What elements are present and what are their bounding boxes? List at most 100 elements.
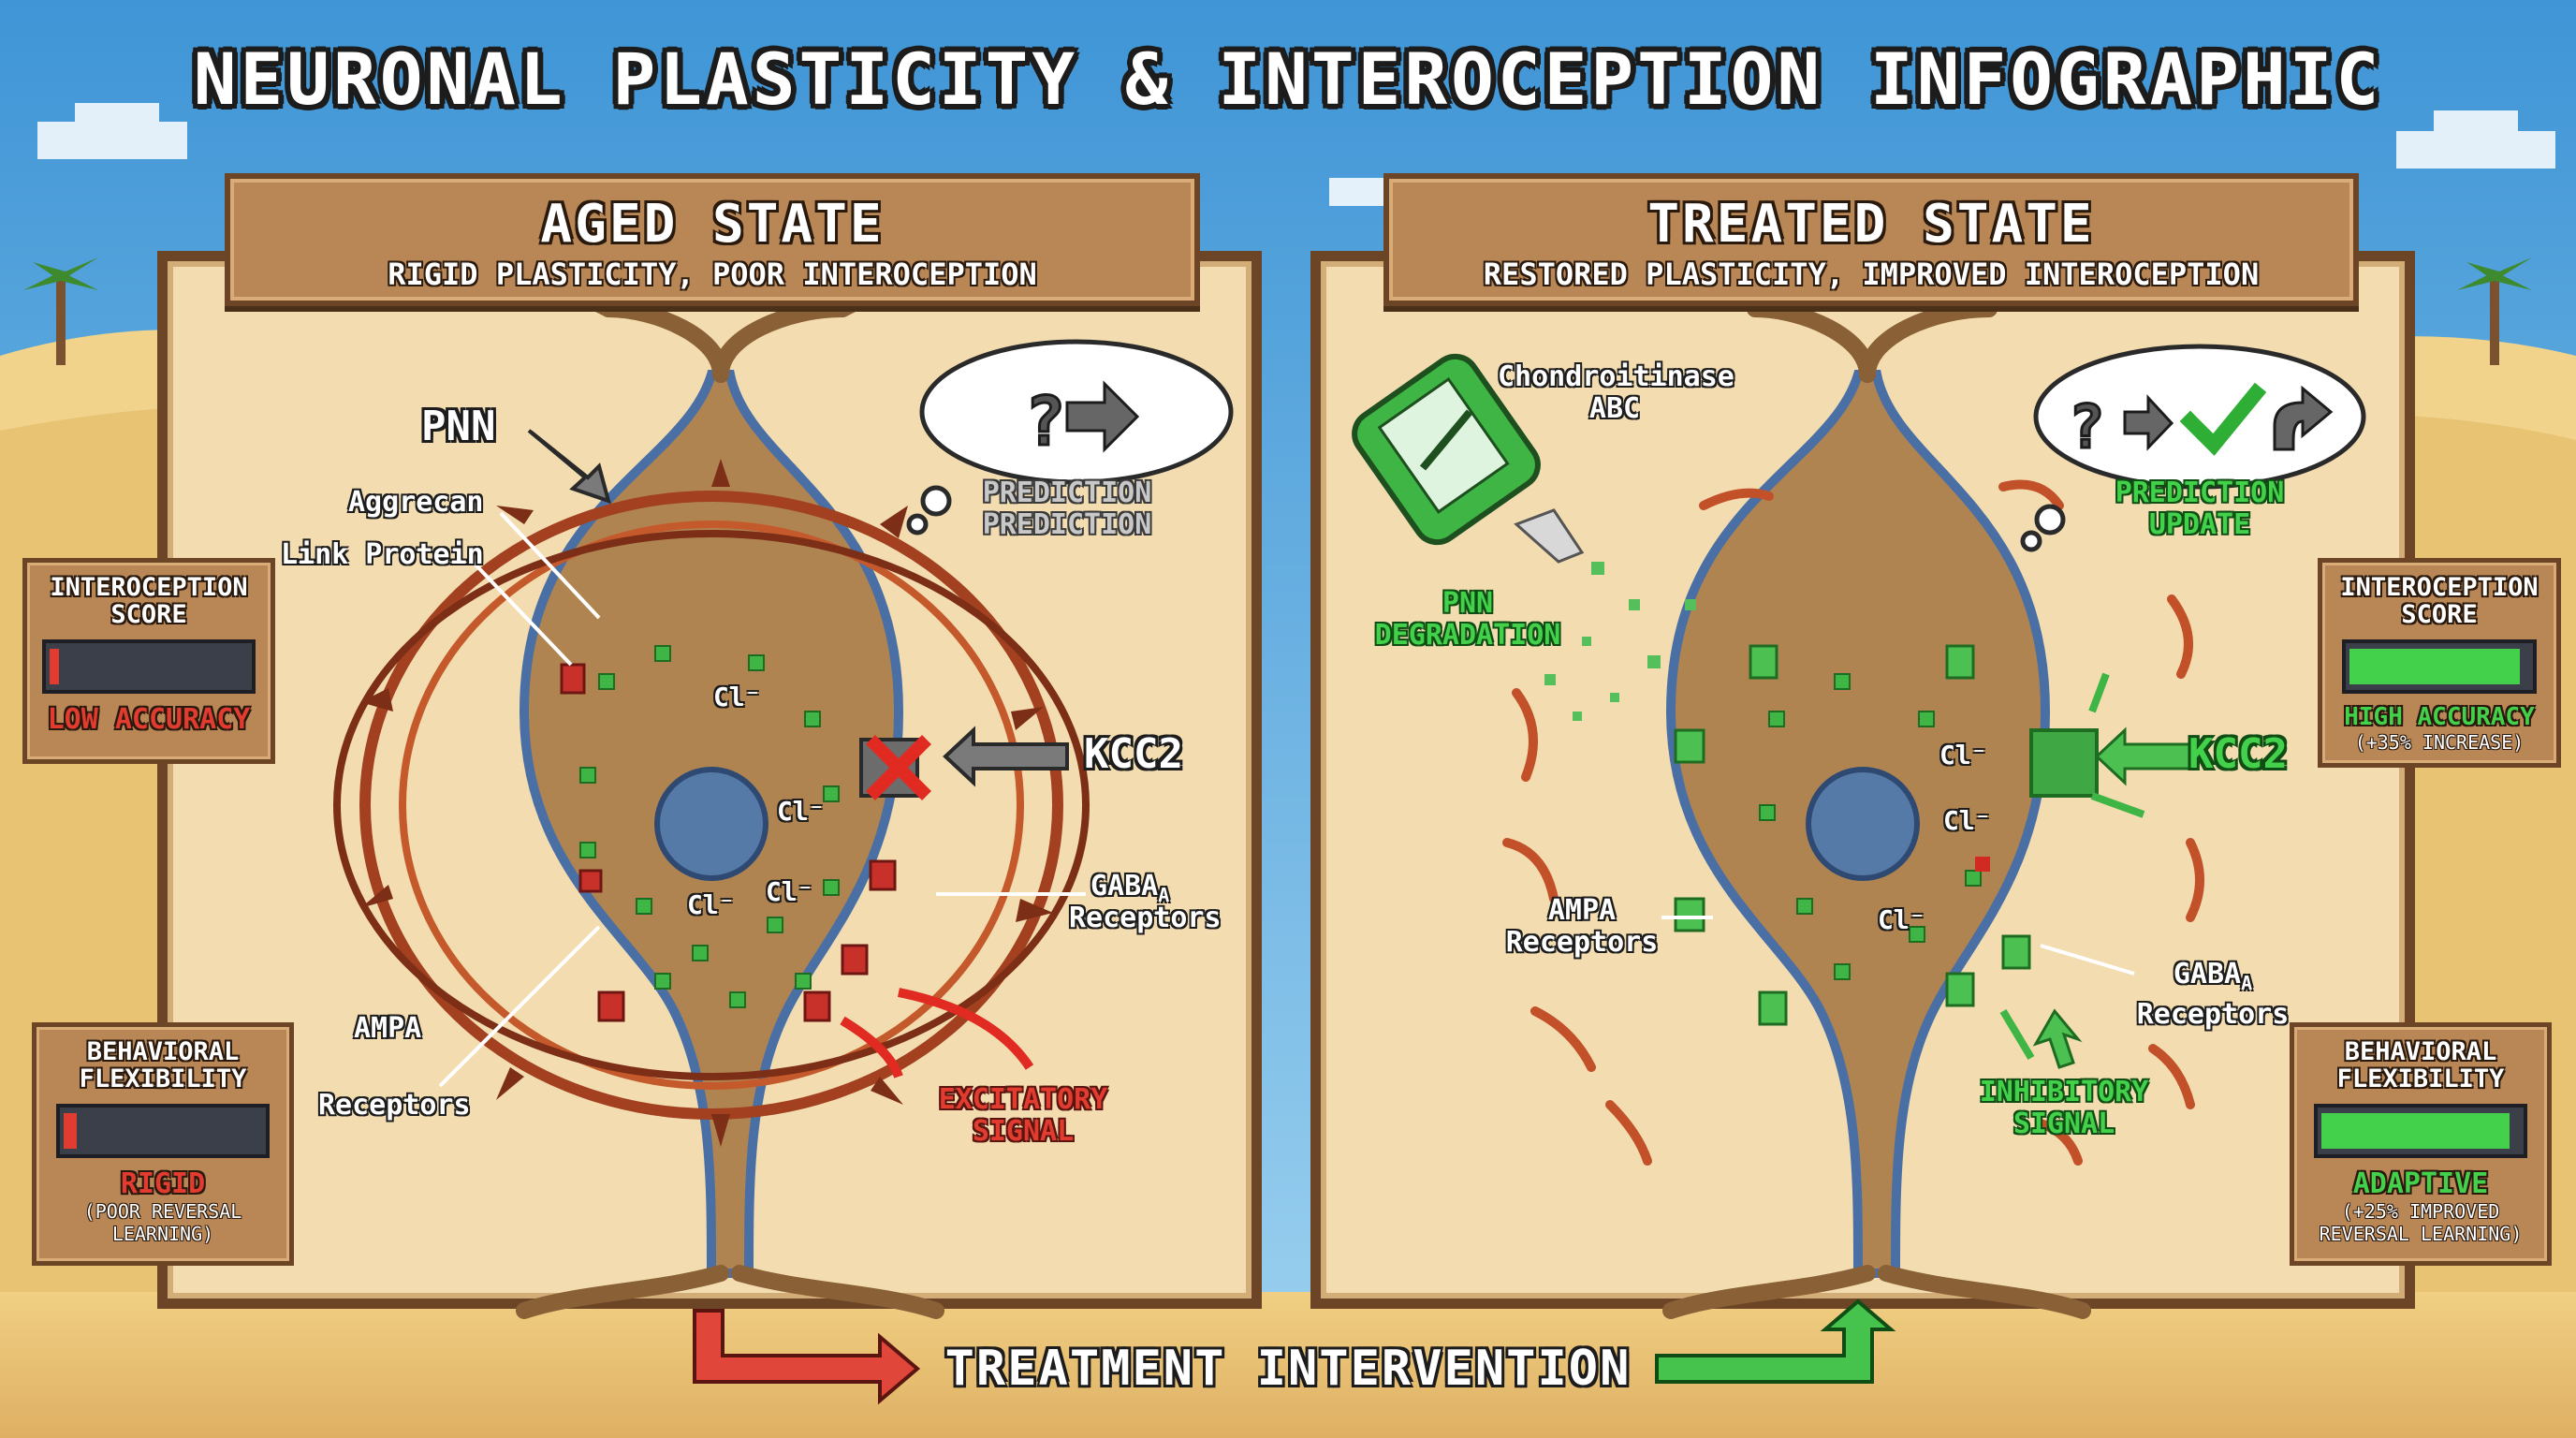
meter-fill [50, 649, 59, 684]
spray-particles [1544, 562, 1696, 721]
link-protein-label: Link Protein [281, 538, 484, 571]
meter-bar [2314, 1104, 2527, 1158]
meter-bar [2342, 639, 2537, 694]
svg-text:?: ? [2069, 393, 2105, 462]
meter-sub: (+35% INCREASE) [2354, 731, 2525, 754]
aged-pointer-arrows [527, 429, 1069, 787]
treated-pointer-arrows [2032, 726, 2197, 1069]
meter-label: LOW ACCURACY [47, 703, 251, 736]
treated-gaba-line-1: GABAA [2119, 959, 2306, 999]
meter-title: SCORE [110, 600, 187, 629]
meter-fill [2349, 649, 2520, 684]
excitatory-arrows [840, 988, 1034, 1078]
excitatory-line-1: EXCITATORY [938, 1083, 1108, 1116]
meter-title: BEHAVIORAL [86, 1037, 240, 1066]
meter-title: SCORE [2401, 600, 2478, 629]
treated-chloride-ions [1975, 857, 1990, 872]
treatment-intervention-label: TREATMENT INTERVENTION [944, 1341, 1632, 1397]
treated-ampa-line-1: AMPA [1547, 894, 1617, 927]
meter-title: BEHAVIORAL [2344, 1037, 2497, 1066]
pnn-fragments [1502, 479, 2204, 1166]
aged-receptors [560, 663, 897, 1022]
aged-title: AGED STATE [540, 194, 885, 255]
meter-sub: (POOR REVERSAL [83, 1200, 242, 1223]
meter-title: FLEXIBILITY [2336, 1064, 2505, 1093]
aged-interoception-meter: INTEROCEPTION SCORE LOW ACCURACY [22, 558, 275, 764]
aged-thought-label: PREDICTION PREDICTION [964, 477, 1170, 541]
treated-thought-label: PREDICTION UPDATE [2097, 477, 2303, 541]
treated-ampa-line-2: Receptors [1505, 926, 1659, 959]
ampa-receptors-label: Receptors [318, 1089, 471, 1122]
meter-label: ADAPTIVE [2352, 1167, 2489, 1200]
syringe-icon [1352, 353, 1585, 564]
pnn-label: PNN [421, 403, 496, 450]
palm-tree-icon [23, 257, 98, 365]
aged-leader-lines [438, 511, 1086, 1088]
treated-ampa-label: AMPA Receptors [1498, 895, 1666, 959]
treatment-arrow-green [1655, 1299, 1896, 1384]
arrow-right-icon [2123, 394, 2174, 451]
chloride-label: Cl⁻ [777, 796, 825, 827]
gaba-text: GABA [2173, 958, 2242, 990]
meter-bar [56, 1104, 270, 1158]
gaba-subscript: A [1158, 884, 1170, 906]
pnn-degradation-line-1: PNN [1442, 587, 1494, 620]
arrow-right-icon [1065, 380, 1140, 453]
question-icon: ? [2068, 392, 2107, 464]
treated-interoception-meter: INTEROCEPTION SCORE HIGH ACCURACY (+35% … [2318, 558, 2561, 768]
treated-subtitle: RESTORED PLASTICITY, IMPROVED INTEROCEPT… [1483, 257, 2260, 292]
pnn-degradation-line-2: DEGRADATION [1374, 619, 1561, 652]
gaba-subscript: A [2241, 972, 2253, 994]
thought-line-1: PREDICTION [982, 477, 1152, 509]
meter-fill [64, 1113, 77, 1149]
meter-label: HIGH ACCURACY [2344, 703, 2535, 731]
treatment-arrow-red [693, 1309, 921, 1405]
aged-header: AGED STATE RIGID PLASTICITY, POOR INTERO… [225, 173, 1200, 306]
enzyme-label: Chondroitinase ABC [1498, 360, 1734, 425]
treated-header: TREATED STATE RESTORED PLASTICITY, IMPRO… [1383, 173, 2359, 306]
meter-title: INTEROCEPTION [2340, 573, 2539, 602]
enzyme-line-2: ABC [1588, 392, 1641, 425]
chloride-label: Cl⁻ [1878, 904, 1925, 935]
inhibitory-line-2: SIGNAL [2012, 1108, 2115, 1140]
aged-chloride-ions [579, 645, 840, 1008]
check-icon [2179, 382, 2267, 456]
gaba-label: GABAA [1090, 871, 1169, 911]
treated-thought-cloud [2020, 344, 2366, 552]
inhibitory-line-1: INHIBITORY [1979, 1076, 2149, 1108]
chloride-label: Cl⁻ [1943, 805, 1991, 836]
meter-label: RIGID [120, 1167, 206, 1200]
treated-kcc2-label: KCC2 [2188, 730, 2288, 778]
enzyme-line-1: Chondroitinase [1498, 360, 1734, 393]
curved-arrow-icon [2273, 385, 2334, 451]
meter-bar [42, 639, 256, 694]
treated-title: TREATED STATE [1647, 194, 2095, 255]
chloride-label: Cl⁻ [766, 876, 813, 907]
aged-subtitle: RIGID PLASTICITY, POOR INTEROCEPTION [388, 257, 1037, 292]
kcc2-label: KCC2 [1084, 730, 1183, 778]
meter-sub: REVERSAL LEARNING) [2319, 1223, 2523, 1245]
kcc2-channel [2029, 728, 2099, 798]
treated-vesicles [1759, 673, 1982, 980]
excitatory-signal-label: EXCITATORY SIGNAL [925, 1084, 1121, 1148]
chloride-label: Cl⁻ [687, 889, 735, 920]
meter-fill [2321, 1113, 2510, 1149]
treated-flexibility-meter: BEHAVIORAL FLEXIBILITY ADAPTIVE (+25% IM… [2290, 1022, 2552, 1266]
treated-thought-line-2: UPDATE [2148, 508, 2251, 541]
meter-sub: LEARNING) [111, 1223, 214, 1245]
cross-icon [866, 735, 931, 800]
treated-thought-line-1: PREDICTION [2115, 477, 2285, 509]
treated-receptors [1674, 644, 2031, 1026]
treated-gaba-label: GABAA Receptors [2119, 959, 2306, 1031]
gaba-text: GABA [1090, 870, 1159, 902]
chloride-label: Cl⁻ [1939, 740, 1987, 770]
question-icon: ? [1024, 381, 1067, 462]
meter-title: INTEROCEPTION [50, 573, 248, 602]
pnn-degradation-label: PNN DEGRADATION [1355, 588, 1580, 652]
svg-text:?: ? [1025, 382, 1065, 461]
chloride-label: Cl⁻ [713, 682, 761, 712]
inhibitory-arrows [1999, 672, 2145, 1061]
aggrecan-label: Aggrecan [348, 486, 484, 519]
excitatory-line-2: SIGNAL [972, 1115, 1075, 1148]
thought-line-2: PREDICTION [982, 508, 1152, 541]
